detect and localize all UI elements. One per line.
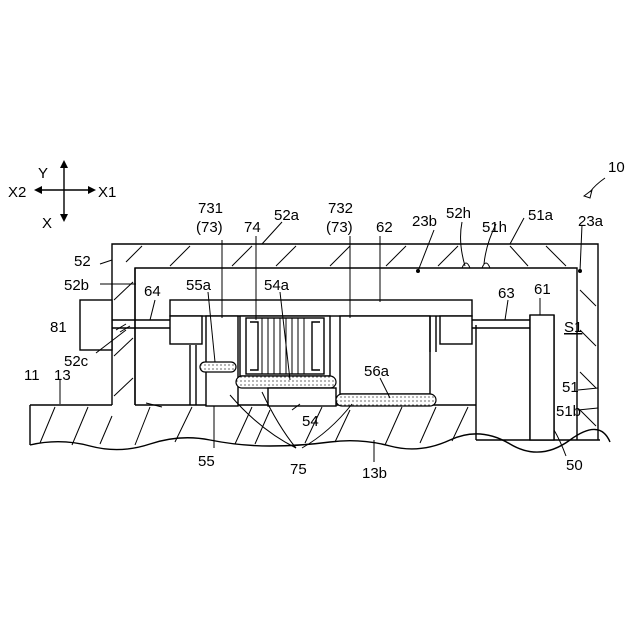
label-13b: 13b [362,465,387,482]
part-61 [530,315,554,440]
label-54a: 54a [264,277,290,294]
axis-y-label: Y [38,165,48,182]
base-plate [30,405,610,452]
label-S1: S1 [564,319,582,336]
label-55: 55 [198,453,215,470]
label-11: 11 [24,367,40,384]
label-50: 50 [566,457,583,474]
label-731: 731 [198,200,223,217]
base-hatch [40,407,468,445]
label-23b: 23b [412,213,437,230]
label-75: 75 [290,461,307,478]
block-56 [336,316,436,406]
connector-81 [80,300,170,350]
label-51a: 51a [528,207,554,224]
label-52a: 52a [274,207,300,224]
block-55 [200,316,238,406]
axis-x1-label: X1 [98,184,116,201]
label-61: 61 [534,281,551,298]
label-56a: 56a [364,363,390,380]
label-52: 52 [74,253,91,270]
label-62: 62 [376,219,393,236]
coil-74 [236,316,336,406]
label-732: 732 [328,200,353,217]
axis-x2-label: X2 [8,184,26,201]
label-23a: 23a [578,213,604,230]
label-13: 13 [54,367,71,384]
axis-x-label: X [42,215,52,232]
figure-number: 10 [584,159,625,198]
label-73-left: (73) [196,219,223,236]
label-74: 74 [244,219,261,236]
axis-indicator: Y X2 X1 X [8,160,116,232]
label-51: 51 [562,379,579,396]
label-64: 64 [144,283,161,300]
label-54: 54 [302,413,319,430]
label-51h: 51h [482,219,507,236]
label-55a: 55a [186,277,212,294]
label-73-right: (73) [326,219,353,236]
label-81: 81 [50,319,67,336]
label-52b: 52b [64,277,89,294]
label-51b: 51b [556,403,581,420]
figure-number-label: 10 [608,159,625,176]
label-63: 63 [498,285,515,302]
label-52h: 52h [446,205,471,222]
